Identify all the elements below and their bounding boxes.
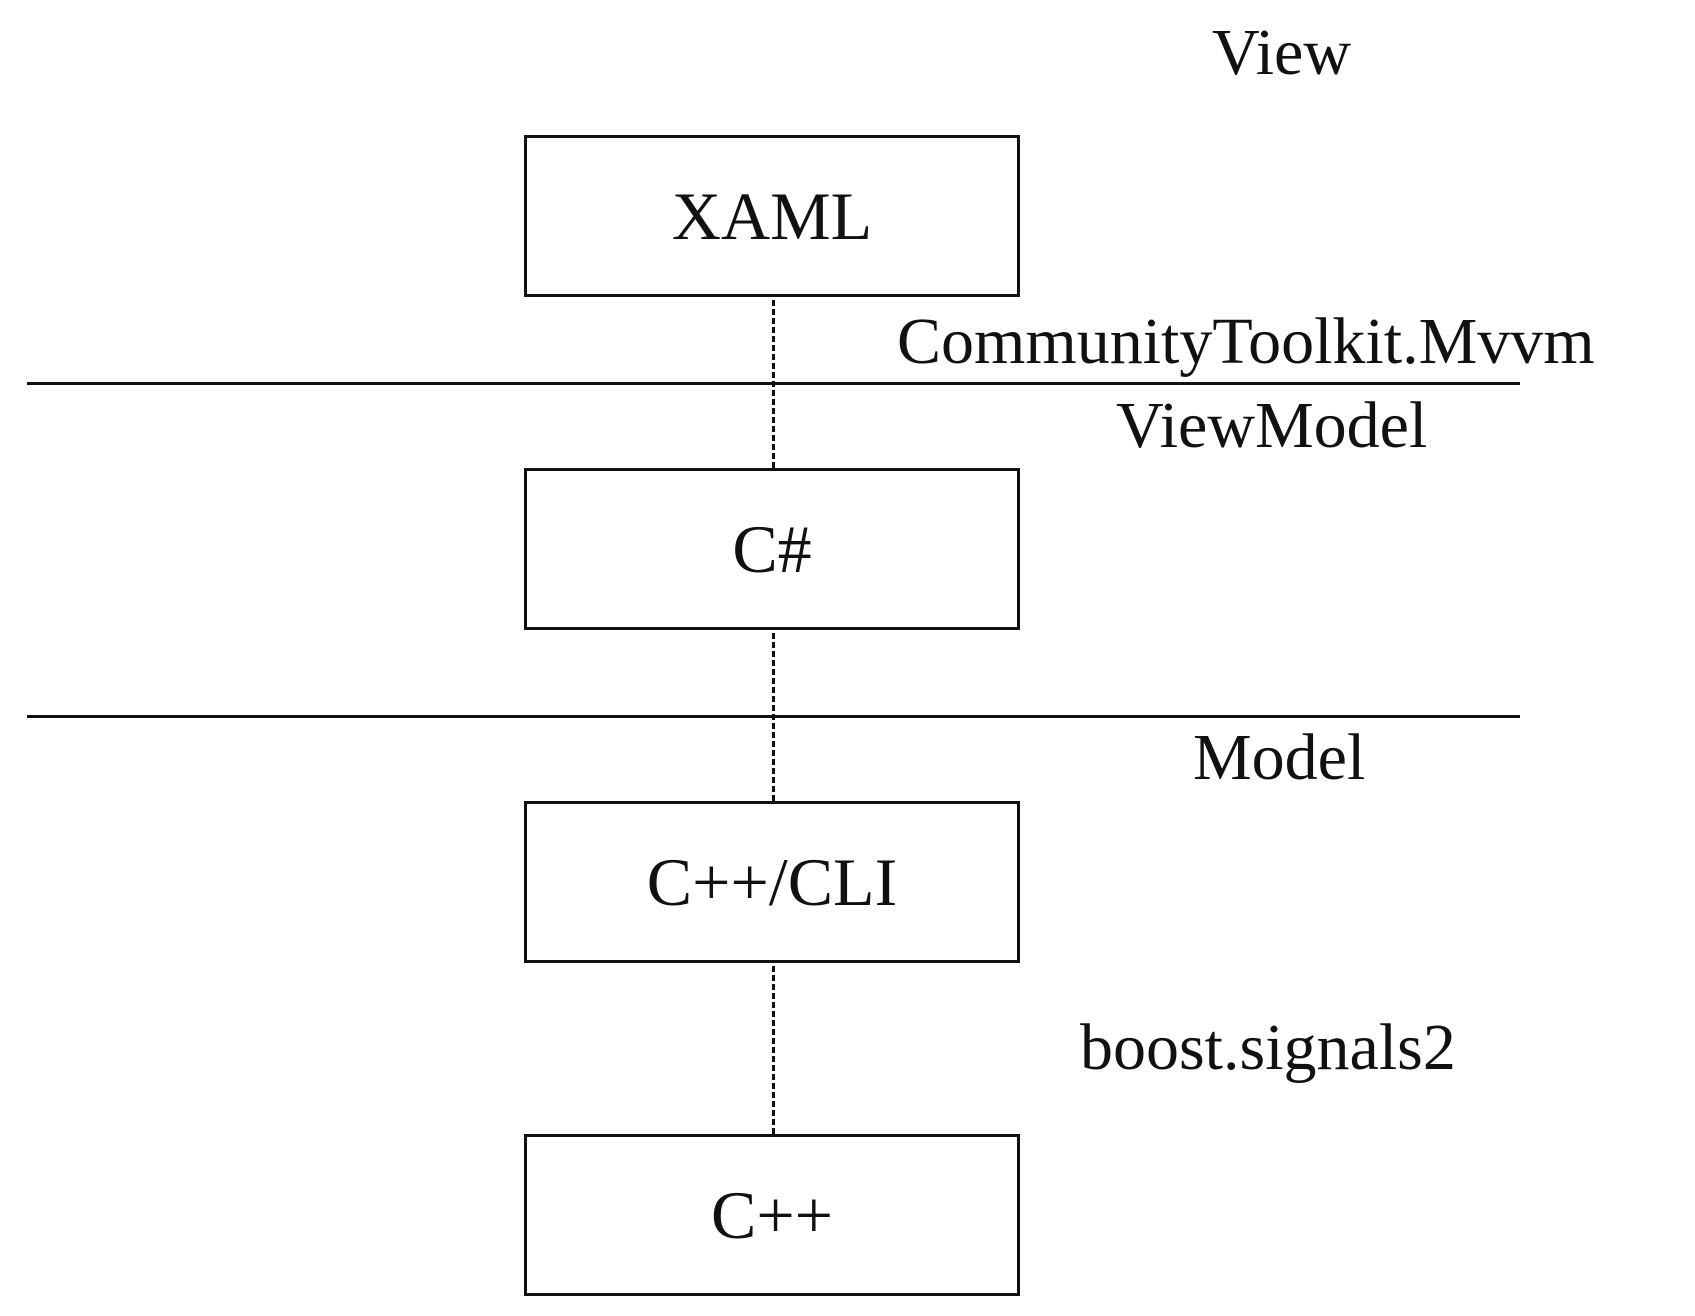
connector-xaml-csharp: [772, 300, 775, 468]
box-cppcli: C++/CLI: [524, 801, 1020, 963]
connector-csharp-cppcli: [772, 633, 775, 801]
box-label-xaml: XAML: [671, 178, 873, 254]
box-xaml: XAML: [524, 135, 1020, 297]
layer-label-viewmodel: ViewModel: [1116, 389, 1428, 462]
layer-label-view: View: [1212, 16, 1351, 89]
link-label-communitytoolkit: CommunityToolkit.Mvvm: [897, 305, 1595, 378]
layer-label-model: Model: [1193, 721, 1366, 794]
link-label-boost-signals2: boost.signals2: [1080, 1011, 1456, 1084]
box-cpp: C++: [524, 1134, 1020, 1296]
box-label-cppcli: C++/CLI: [646, 844, 898, 920]
box-csharp: C#: [524, 468, 1020, 630]
connector-cppcli-cpp: [772, 966, 775, 1134]
box-label-cpp: C++: [710, 1177, 834, 1253]
box-label-csharp: C#: [732, 511, 812, 587]
